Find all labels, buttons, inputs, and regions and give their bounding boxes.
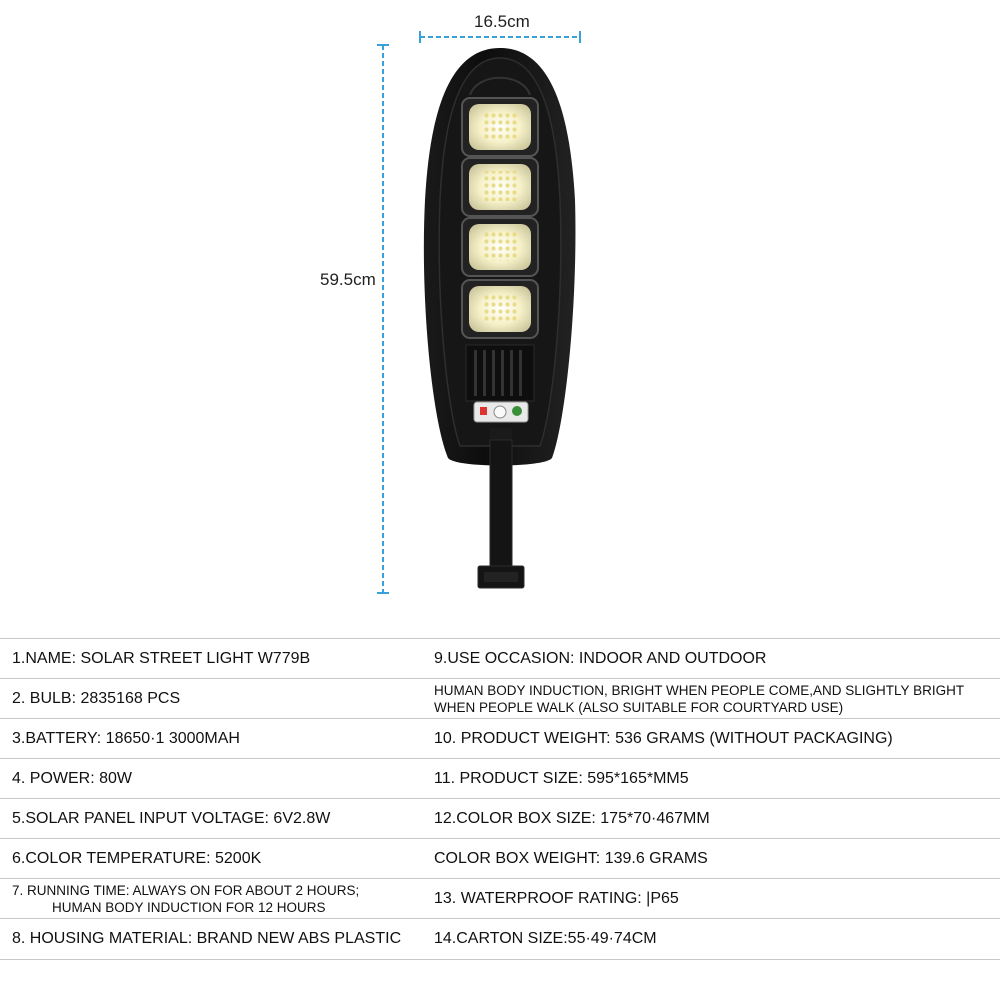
spec-induction-line: WHEN PEOPLE WALK (ALSO SUITABLE FOR COUR… xyxy=(434,700,844,715)
sensor-panel xyxy=(473,401,529,423)
spec-running-time-line: 7. RUNNING TIME: ALWAYS ON FOR ABOUT 2 H… xyxy=(12,883,360,898)
led-module xyxy=(461,217,539,277)
width-dimension-label: 16.5cm xyxy=(474,12,530,31)
led-module xyxy=(461,279,539,339)
spec-product-size: 11. PRODUCT SIZE: 595*165*MM5 xyxy=(434,770,689,787)
spec-bulb: 2. BULB: 2835168 PCS xyxy=(12,690,181,707)
spec-battery: 3.BATTERY: 18650·1 3000MAH xyxy=(12,730,240,747)
spec-row: 2. BULB: 2835168 PCS HUMAN BODY INDUCTIO… xyxy=(0,678,1000,719)
spec-color-box-weight: COLOR BOX WEIGHT: 139.6 GRAMS xyxy=(434,850,708,867)
width-dimension-line xyxy=(419,31,581,43)
spec-row: 8. HOUSING MATERIAL: BRAND NEW ABS PLAST… xyxy=(0,918,1000,960)
spec-housing-material: 8. HOUSING MATERIAL: BRAND NEW ABS PLAST… xyxy=(12,930,402,947)
spec-running-time: 7. RUNNING TIME: ALWAYS ON FOR ABOUT 2 H… xyxy=(12,879,427,919)
spec-carton-size: 14.CARTON SIZE:55·49·74CM xyxy=(434,930,657,947)
spec-induction-line: HUMAN BODY INDUCTION, BRIGHT WHEN PEOPLE… xyxy=(434,683,965,698)
spec-product-weight: 10. PRODUCT WEIGHT: 536 GRAMS (WITHOUT P… xyxy=(434,730,893,747)
spec-name: 1.NAME: SOLAR STREET LIGHT W779B xyxy=(12,650,311,667)
mounting-bracket xyxy=(477,428,525,589)
spec-solar-voltage: 5.SOLAR PANEL INPUT VOLTAGE: 6V2.8W xyxy=(12,810,331,827)
spec-power: 4. POWER: 80W xyxy=(12,770,133,787)
spec-induction-description: HUMAN BODY INDUCTION, BRIGHT WHEN PEOPLE… xyxy=(434,679,1000,719)
led-module xyxy=(461,157,539,217)
spec-color-temperature: 6.COLOR TEMPERATURE: 5200K xyxy=(12,850,262,867)
spec-row: 3.BATTERY: 18650·1 3000MAH 10. PRODUCT W… xyxy=(0,718,1000,759)
height-dimension-line xyxy=(377,44,389,594)
led-modules xyxy=(461,97,539,339)
spec-use-occasion: 9.USE OCCASION: INDOOR AND OUTDOOR xyxy=(434,650,767,667)
spec-row: 7. RUNNING TIME: ALWAYS ON FOR ABOUT 2 H… xyxy=(0,878,1000,919)
heat-sink xyxy=(465,344,535,402)
led-module xyxy=(461,97,539,157)
spec-row: 4. POWER: 80W 11. PRODUCT SIZE: 595*165*… xyxy=(0,758,1000,799)
spec-row: 6.COLOR TEMPERATURE: 5200K COLOR BOX WEI… xyxy=(0,838,1000,879)
spec-waterproof-rating: 13. WATERPROOF RATING: |P65 xyxy=(434,890,679,907)
spec-running-time-line: HUMAN BODY INDUCTION FOR 12 HOURS xyxy=(52,900,326,915)
height-dimension-label: 59.5cm xyxy=(320,270,376,289)
spec-color-box-size: 12.COLOR BOX SIZE: 175*70·467MM xyxy=(434,810,710,827)
solar-street-light-image xyxy=(377,31,581,594)
spec-row: 1.NAME: SOLAR STREET LIGHT W779B 9.USE O… xyxy=(0,638,1000,679)
spec-row: 5.SOLAR PANEL INPUT VOLTAGE: 6V2.8W 12.C… xyxy=(0,798,1000,839)
